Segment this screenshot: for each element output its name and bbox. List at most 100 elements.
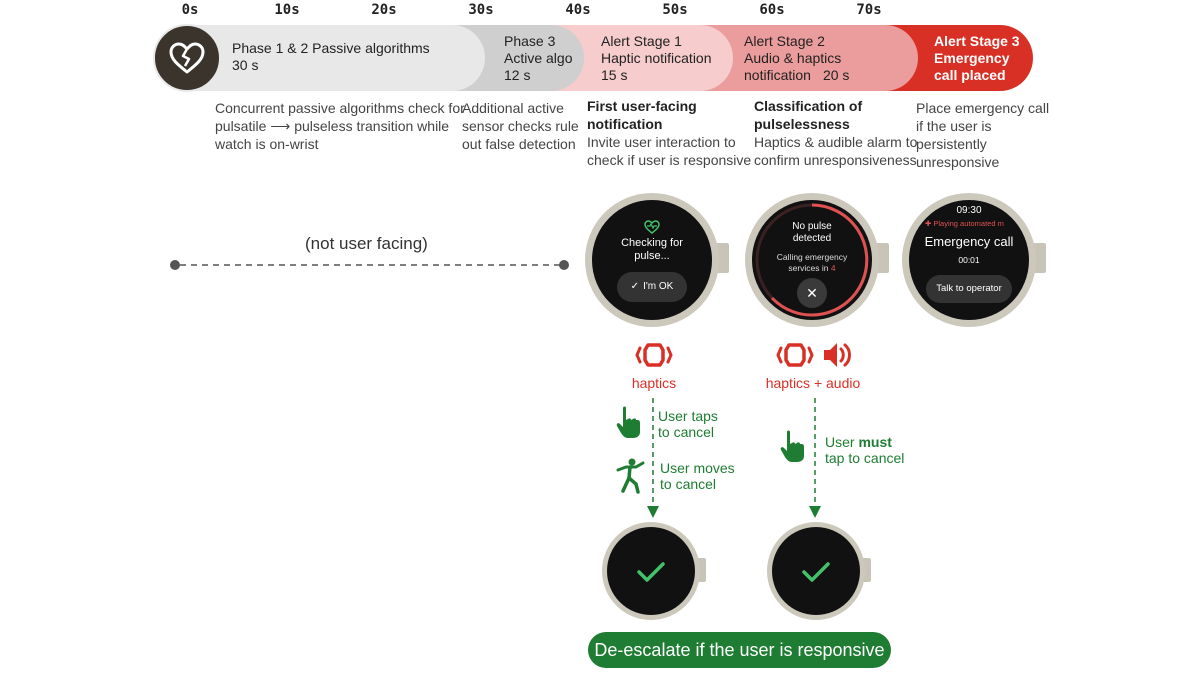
call-timer: 00:01	[958, 255, 980, 265]
deescalate-banner: De-escalate if the user is responsive	[588, 632, 891, 668]
stage1-desc-line: check if user is responsive	[587, 152, 752, 168]
tick-30s: 30s	[468, 2, 494, 18]
check-icon: ✓	[630, 281, 640, 292]
stage3-desc-line: persistently	[916, 136, 987, 152]
emergency-call-title: Emergency call	[924, 234, 1014, 249]
tick-70s: 70s	[856, 2, 882, 18]
watch-screen	[772, 527, 860, 615]
passive-duration: 30 s	[232, 57, 259, 73]
tick-40s: 40s	[565, 2, 591, 18]
user-taps-text: User taps to cancel	[658, 408, 718, 440]
stage2-desc-line: confirm unresponsiveness	[754, 152, 917, 168]
talk-to-operator-button[interactable]: Talk to operator	[926, 275, 1012, 303]
checking-text-2: pulse...	[634, 250, 670, 262]
stage2-duration: 20 s	[822, 67, 850, 83]
stage3-description: Place emergency call if the user is pers…	[916, 99, 1049, 171]
broken-heart-icon	[153, 24, 221, 92]
no-pulse-text-2: detected	[792, 233, 832, 244]
no-pulse-text-3: Calling emergency	[776, 252, 848, 262]
user-moves-line: to cancel	[660, 476, 717, 492]
user-taps-line: User taps	[658, 408, 718, 424]
automated-message-banner: Playing automated m	[933, 219, 1004, 228]
stage2-desc-line: Haptics & audible alarm to	[754, 134, 918, 150]
tick-50s: 50s	[662, 2, 688, 18]
stage2-label: Alert Stage 2 Audio & haptics notificati…	[744, 33, 849, 84]
stage3-title-3: call placed	[934, 67, 1006, 83]
checking-text-1: Checking for	[621, 237, 683, 249]
stage1-desc-line: Invite user interaction to	[587, 134, 736, 150]
heart-pulse-icon	[644, 220, 660, 234]
active-title-2: Active algo	[504, 50, 573, 66]
tick-0s: 0s	[181, 2, 199, 18]
segment-stage2	[700, 25, 918, 91]
watch-resolved-2	[767, 522, 873, 620]
stage3-desc-line: if the user is	[916, 118, 992, 134]
stage2-desc-heading: pulselessness	[754, 116, 850, 132]
active-desc-line: sensor checks rule	[462, 118, 579, 134]
watch-emergency-call: 09:30 ✚ Playing automated m Emergency ca…	[902, 193, 1048, 327]
must-tap-prefix: User	[825, 434, 859, 450]
close-icon: ✕	[806, 285, 818, 301]
user-moves-line: User moves	[660, 460, 735, 476]
checkmark-icon	[637, 562, 665, 582]
watch-screen: 09:30 ✚ Playing automated m Emergency ca…	[909, 200, 1029, 320]
active-title-1: Phase 3	[504, 33, 556, 49]
must-tap-emphasis: must	[858, 434, 892, 450]
speaker-small-icon: ✚	[925, 219, 934, 228]
watch-resolved-1	[602, 522, 708, 620]
watch-time: 09:30	[956, 205, 982, 216]
haptics-audio-caption: haptics + audio	[765, 375, 861, 391]
stage1-description: First user-facing notification Invite us…	[587, 97, 751, 169]
countdown-ring	[755, 203, 869, 317]
stage1-title-2: Haptic notification	[601, 50, 712, 66]
stage3-desc-line: Place emergency call	[916, 100, 1050, 116]
user-taps-line: to cancel	[658, 424, 715, 440]
user-moves-text: User moves to cancel	[660, 460, 735, 492]
countdown-number: 4	[830, 263, 836, 273]
arrow-to-watch-2	[809, 398, 821, 518]
im-ok-button[interactable]: ✓I'm OK	[617, 272, 687, 302]
must-tap-line2: tap to cancel	[825, 450, 905, 466]
stage3-title-1: Alert Stage 3	[934, 33, 1020, 49]
stage3-desc-line: unresponsive	[916, 154, 1000, 170]
passive-desc-line: pulsatile ⟶ pulseless transition while	[215, 118, 450, 134]
checkmark-icon	[802, 562, 830, 582]
active-description: Additional active sensor checks rule out…	[462, 99, 579, 153]
segment-passive	[188, 25, 485, 91]
stage1-desc-heading: First user-facing	[587, 98, 697, 114]
active-desc-line: Additional active	[462, 100, 564, 116]
speaker-icon	[824, 343, 851, 367]
stage2-description: Classification of pulselessness Haptics …	[754, 97, 917, 169]
cancel-x-button[interactable]: ✕	[797, 278, 827, 308]
tick-10s: 10s	[274, 2, 300, 18]
tick-20s: 20s	[371, 2, 397, 18]
haptics-icon	[776, 343, 814, 367]
arrow-to-watch-1	[647, 398, 659, 518]
not-user-facing-label: (not user facing)	[305, 234, 428, 253]
stage2-title-1: Alert Stage 2	[744, 33, 825, 49]
watch-checking-pulse: Checking for pulse... ✓I'm OK	[585, 193, 731, 327]
tick-60s: 60s	[759, 2, 785, 18]
watch-screen: Checking for pulse... ✓I'm OK	[592, 200, 712, 320]
stage2-desc-heading: Classification of	[754, 98, 863, 114]
stage1-duration: 15 s	[601, 67, 628, 83]
im-ok-label: I'm OK	[643, 281, 674, 292]
active-desc-line: out false detection	[462, 136, 576, 152]
stage3-label: Alert Stage 3 Emergency call placed	[934, 33, 1020, 84]
person-moving-icon	[616, 458, 645, 494]
stage1-title-1: Alert Stage 1	[601, 33, 682, 49]
haptics-icon	[635, 343, 673, 367]
haptics-caption: haptics	[631, 375, 677, 391]
watch-screen: No pulse detected Calling emergency serv…	[752, 200, 872, 320]
stage3-title-2: Emergency	[934, 50, 1010, 66]
no-pulse-text-1: No pulse	[792, 221, 832, 232]
stage2-title-2: Audio & haptics	[744, 50, 842, 66]
active-phase-label: Phase 3 Active algo 12 s	[504, 33, 572, 84]
passive-desc-line: Concurrent passive algorithms check for	[215, 100, 465, 116]
active-duration: 12 s	[504, 67, 531, 83]
hand-tap-icon	[780, 430, 804, 462]
passive-phase-label: Phase 1 & 2 Passive algorithms 30 s	[232, 40, 430, 74]
user-must-tap-text: User must tap to cancel	[825, 434, 904, 466]
no-pulse-text-4: services in	[788, 263, 829, 273]
hand-tap-icon	[616, 406, 640, 438]
